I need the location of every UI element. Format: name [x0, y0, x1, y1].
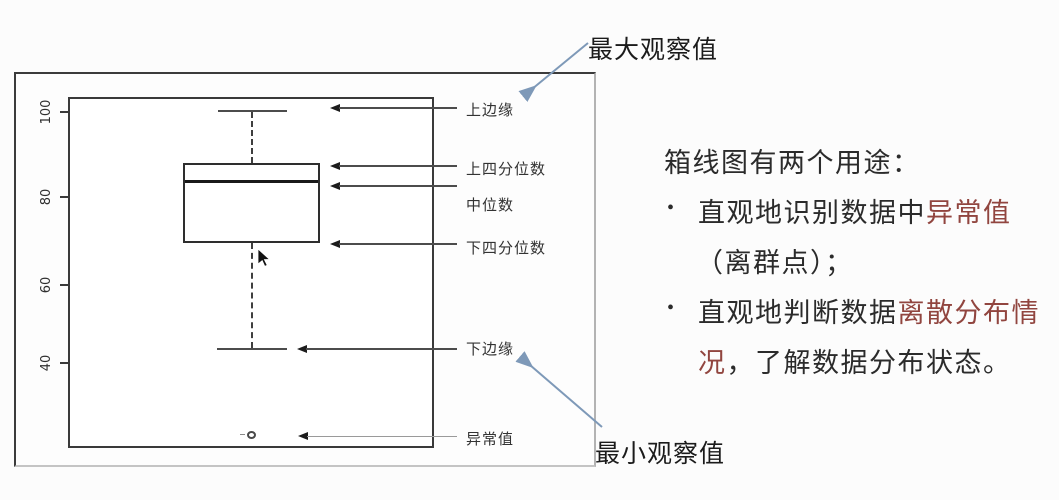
outlier-label: 异常值 [466, 432, 515, 448]
item2-red-text: 离散分布情 [897, 298, 1040, 328]
arrowhead-lower-quartile [330, 240, 340, 248]
lower-edge-label: 下边缘 [466, 342, 515, 358]
item1-red-text: 异常值 [926, 198, 1012, 228]
bullet-2-icon: • [667, 297, 675, 319]
median-line [185, 180, 318, 183]
upper-whisker-cap [218, 110, 287, 112]
mouse-cursor-icon [257, 249, 271, 267]
arrowhead-upper-edge [330, 104, 340, 112]
bullet-1-icon: • [667, 197, 675, 219]
y-tick-60 [60, 284, 68, 286]
arrowhead-upper-quartile [330, 162, 340, 170]
item2-black-text: 直观地判断数据 [698, 298, 898, 328]
arrow-lower-quartile [339, 243, 457, 245]
upper-quartile-label: 上四分位数 [466, 162, 547, 178]
item2-cont-red-text: 况 [698, 348, 727, 378]
arrowhead-lower-edge [297, 345, 307, 353]
y-axis-label-100: 100 [39, 99, 54, 125]
y-axis-label-40: 40 [39, 354, 54, 372]
iqr-box [183, 163, 320, 243]
arrowhead-median [330, 182, 340, 190]
y-tick-100 [60, 111, 68, 113]
right-text-item2: 直观地判断数据离散分布情 [698, 291, 1040, 330]
upper-whisker-line [251, 112, 253, 163]
arrowhead-outlier [298, 432, 308, 440]
right-text-item1-cont: （离群点）； [696, 248, 854, 278]
arrow-upper-quartile [339, 165, 457, 167]
y-axis-label-80: 80 [39, 188, 54, 206]
item1-black-text: 直观地识别数据中 [698, 198, 926, 228]
arrow-outlier [307, 436, 457, 437]
upper-edge-label: 上边缘 [466, 103, 515, 119]
arrow-upper-edge [339, 107, 457, 109]
y-tick-40 [60, 362, 68, 364]
outlier-tick [240, 434, 245, 435]
right-text-item1: 直观地识别数据中异常值 [698, 191, 1012, 230]
y-axis-label-60: 60 [39, 276, 54, 294]
right-text-title: 箱线图有两个用途： [664, 148, 921, 178]
item2-cont-black-text: ，了解数据分布状态。 [726, 348, 1012, 378]
median-label: 中位数 [466, 198, 515, 214]
arrow-median [339, 185, 457, 187]
y-tick-80 [60, 196, 68, 198]
max-observed-label: 最大观察值 [588, 37, 719, 64]
outlier-point [247, 431, 256, 439]
lower-quartile-label: 下四分位数 [466, 241, 547, 257]
right-text-item2-cont: 况，了解数据分布状态。 [698, 341, 1012, 380]
lower-whisker-line [251, 243, 253, 348]
min-observed-label: 最小观察值 [595, 441, 726, 468]
lower-whisker-cap [217, 348, 287, 350]
arrow-lower-edge [306, 348, 457, 350]
